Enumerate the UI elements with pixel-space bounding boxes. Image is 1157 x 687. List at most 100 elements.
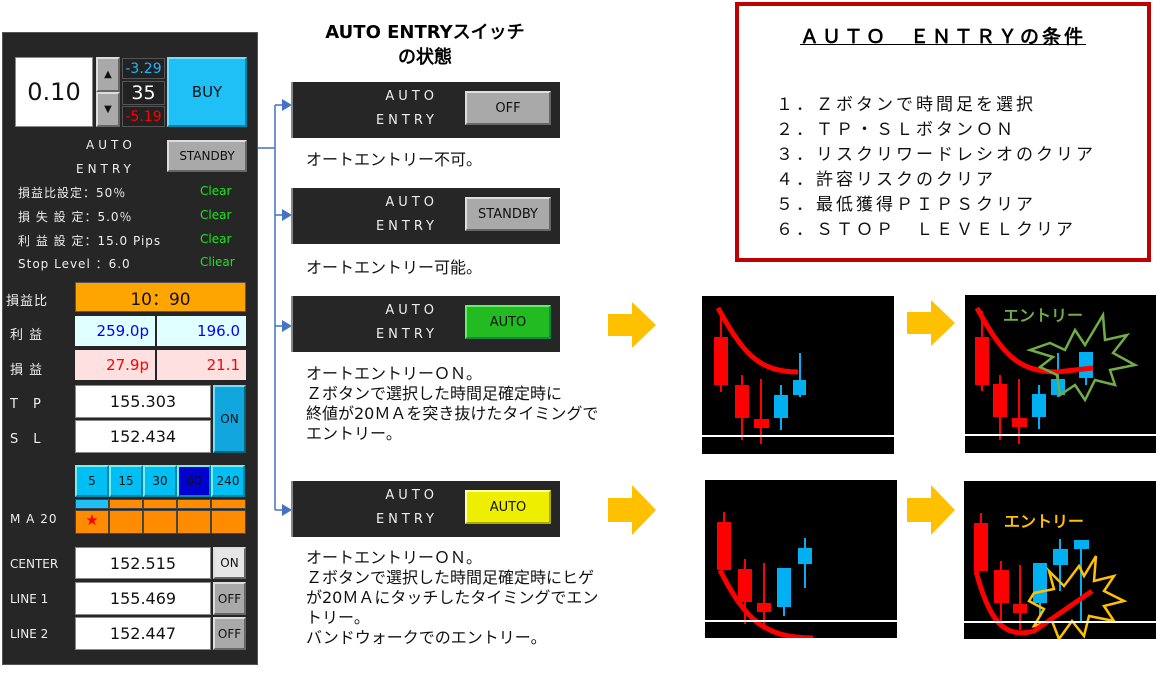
entry-label: ENTRY — [375, 512, 438, 527]
spread-bottom: -5.19 — [122, 106, 165, 127]
auto-label: AUTO — [385, 303, 438, 318]
setting-label: 利 益 設 定：15.0 Pips — [18, 234, 162, 248]
desc-line: が20ＭＡにタッチしたタイミングでエン — [306, 588, 599, 607]
desc-line: バンドウォークでのエントリー。 — [306, 628, 547, 647]
entry-annotation: エントリー — [1004, 512, 1084, 531]
loss-label: 損 益 — [10, 363, 44, 378]
ma-cell[interactable] — [143, 510, 177, 534]
auto-label: AUTO — [385, 488, 438, 503]
star-icon[interactable]: ★ — [75, 510, 109, 534]
spread-value: 35 — [122, 81, 165, 105]
line2-toggle-button[interactable]: OFF — [213, 617, 246, 650]
ratio-value: 10：90 — [75, 282, 246, 312]
auto-label: AUTO — [86, 138, 136, 152]
ma-cell[interactable] — [109, 510, 143, 534]
loss-value: 21.1 — [157, 350, 246, 380]
switch-state-standby: AUTO ENTRY STANDBY — [291, 188, 560, 244]
arrow-right-icon — [907, 485, 955, 535]
desc-line: Ｚボタンで選択した時間足確定時にヒゲ — [306, 568, 595, 587]
standby-button[interactable]: STANDBY — [465, 197, 551, 231]
line-label: CENTER — [10, 557, 59, 571]
entry-annotation: エントリー — [1003, 306, 1083, 325]
timeframe-5-button[interactable]: 5 — [75, 465, 109, 497]
setting-status: Clear — [200, 184, 232, 198]
tp-label: T P — [10, 397, 42, 412]
timeframe-240-button[interactable]: 240 — [211, 465, 245, 497]
example-chart-before-close — [702, 296, 894, 454]
center-input[interactable]: 152.515 — [75, 547, 211, 579]
ma-cell[interactable] — [177, 510, 211, 534]
example-chart-entry-close: エントリー — [965, 295, 1156, 453]
switch-state-auto-green: AUTO ENTRY AUTO — [291, 296, 560, 352]
line2-input[interactable]: 152.447 — [75, 617, 211, 650]
arrow-right-icon — [608, 485, 656, 535]
ma-label: M A 20 — [10, 512, 58, 526]
state-description: オートエントリーＯＮ。 Ｚボタンで選択した時間足確定時にヒゲ が20ＭＡにタッチ… — [306, 548, 598, 648]
desc-line: Ｚボタンで選択した時間足確定時に — [306, 384, 563, 403]
timeframe-60-button[interactable]: 60 — [177, 465, 211, 497]
condition-item: ６．ＳＴＯＰ ＬＥＶＥＬクリア — [776, 220, 1076, 240]
lot-down-button[interactable]: ▼ — [96, 92, 120, 127]
states-title-line: AUTO ENTRYスイッチ — [325, 22, 525, 43]
lot-up-button[interactable]: ▲ — [96, 57, 120, 92]
loss-pips: 27.9p — [75, 350, 155, 380]
auto-green-button[interactable]: AUTO — [465, 305, 551, 339]
entry-label: ENTRY — [375, 327, 438, 342]
spread-top: -3.29 — [122, 58, 165, 79]
profit-label: 利 益 — [10, 328, 44, 343]
desc-line: エントリー。 — [306, 424, 402, 443]
timeframe-30-button[interactable]: 30 — [143, 465, 177, 497]
auto-label: AUTO — [385, 195, 438, 210]
sl-label: S L — [10, 432, 42, 447]
condition-item: ３．リスクリワードレシオのクリア — [776, 145, 1096, 165]
entry-label: ENTRY — [375, 219, 438, 234]
switch-state-auto-yellow: AUTO ENTRY AUTO — [291, 481, 560, 537]
example-chart-before-wick — [705, 480, 897, 638]
ma-indicator — [177, 499, 211, 509]
states-title-line: の状態 — [398, 47, 452, 68]
auto-yellow-button[interactable]: AUTO — [465, 490, 551, 524]
state-description: オートエントリー可能。 — [306, 258, 483, 277]
state-description: オートエントリーＯＮ。 Ｚボタンで選択した時間足確定時に 終値が20ＭＡを突き抜… — [306, 364, 598, 444]
condition-item: ２．ＴＰ・ＳＬボタンＯＮ — [776, 120, 1016, 140]
ma-indicator — [211, 499, 246, 509]
connector-lines — [258, 99, 292, 516]
setting-label: 損 失 設 定：5.0％ — [18, 210, 133, 224]
desc-line: オートエントリーＯＮ。 — [306, 548, 483, 567]
lot-input[interactable]: 0.10 — [15, 57, 93, 127]
conditions-box — [735, 2, 1151, 262]
desc-line: オートエントリーＯＮ。 — [306, 364, 483, 383]
ma-indicator — [109, 499, 143, 509]
setting-status: Clear — [200, 232, 232, 246]
condition-item: ４．許容リスクのクリア — [776, 170, 996, 190]
tpsl-toggle-button[interactable]: ON — [213, 385, 246, 453]
profit-value: 196.0 — [157, 316, 246, 346]
line1-input[interactable]: 155.469 — [75, 582, 211, 615]
auto-label: AUTO — [385, 89, 438, 104]
line-label: LINE 1 — [10, 592, 49, 606]
auto-entry-button[interactable]: STANDBY — [167, 140, 247, 172]
ma-cell[interactable] — [211, 510, 246, 534]
off-button[interactable]: OFF — [465, 91, 551, 125]
line-label: LINE 2 — [10, 627, 49, 641]
setting-status: Clear — [200, 208, 232, 222]
center-toggle-button[interactable]: ON — [213, 547, 246, 579]
setting-status: Cliear — [200, 255, 235, 269]
profit-pips: 259.0p — [75, 316, 155, 346]
state-description: オートエントリー不可。 — [306, 150, 483, 169]
desc-line: トリー。 — [306, 608, 370, 627]
condition-item: ５．最低獲得ＰＩＰＳクリア — [776, 195, 1036, 215]
entry-label: ENTRY — [76, 162, 135, 176]
sl-input[interactable]: 152.434 — [75, 420, 211, 453]
ma-indicator — [143, 499, 177, 509]
ma-indicator — [75, 499, 109, 509]
buy-button[interactable]: BUY — [167, 57, 247, 127]
line1-toggle-button[interactable]: OFF — [213, 582, 246, 615]
arrow-right-icon — [907, 300, 955, 346]
conditions-title: ＡＵＴＯ ＥＮＴＲＹの条件 — [799, 26, 1086, 48]
entry-label: ENTRY — [375, 113, 438, 128]
timeframe-15-button[interactable]: 15 — [109, 465, 143, 497]
desc-line: 終値が20ＭＡを突き抜けたタイミングで — [306, 404, 599, 423]
tp-input[interactable]: 155.303 — [75, 385, 211, 418]
ratio-label: 損益比 — [6, 294, 49, 309]
